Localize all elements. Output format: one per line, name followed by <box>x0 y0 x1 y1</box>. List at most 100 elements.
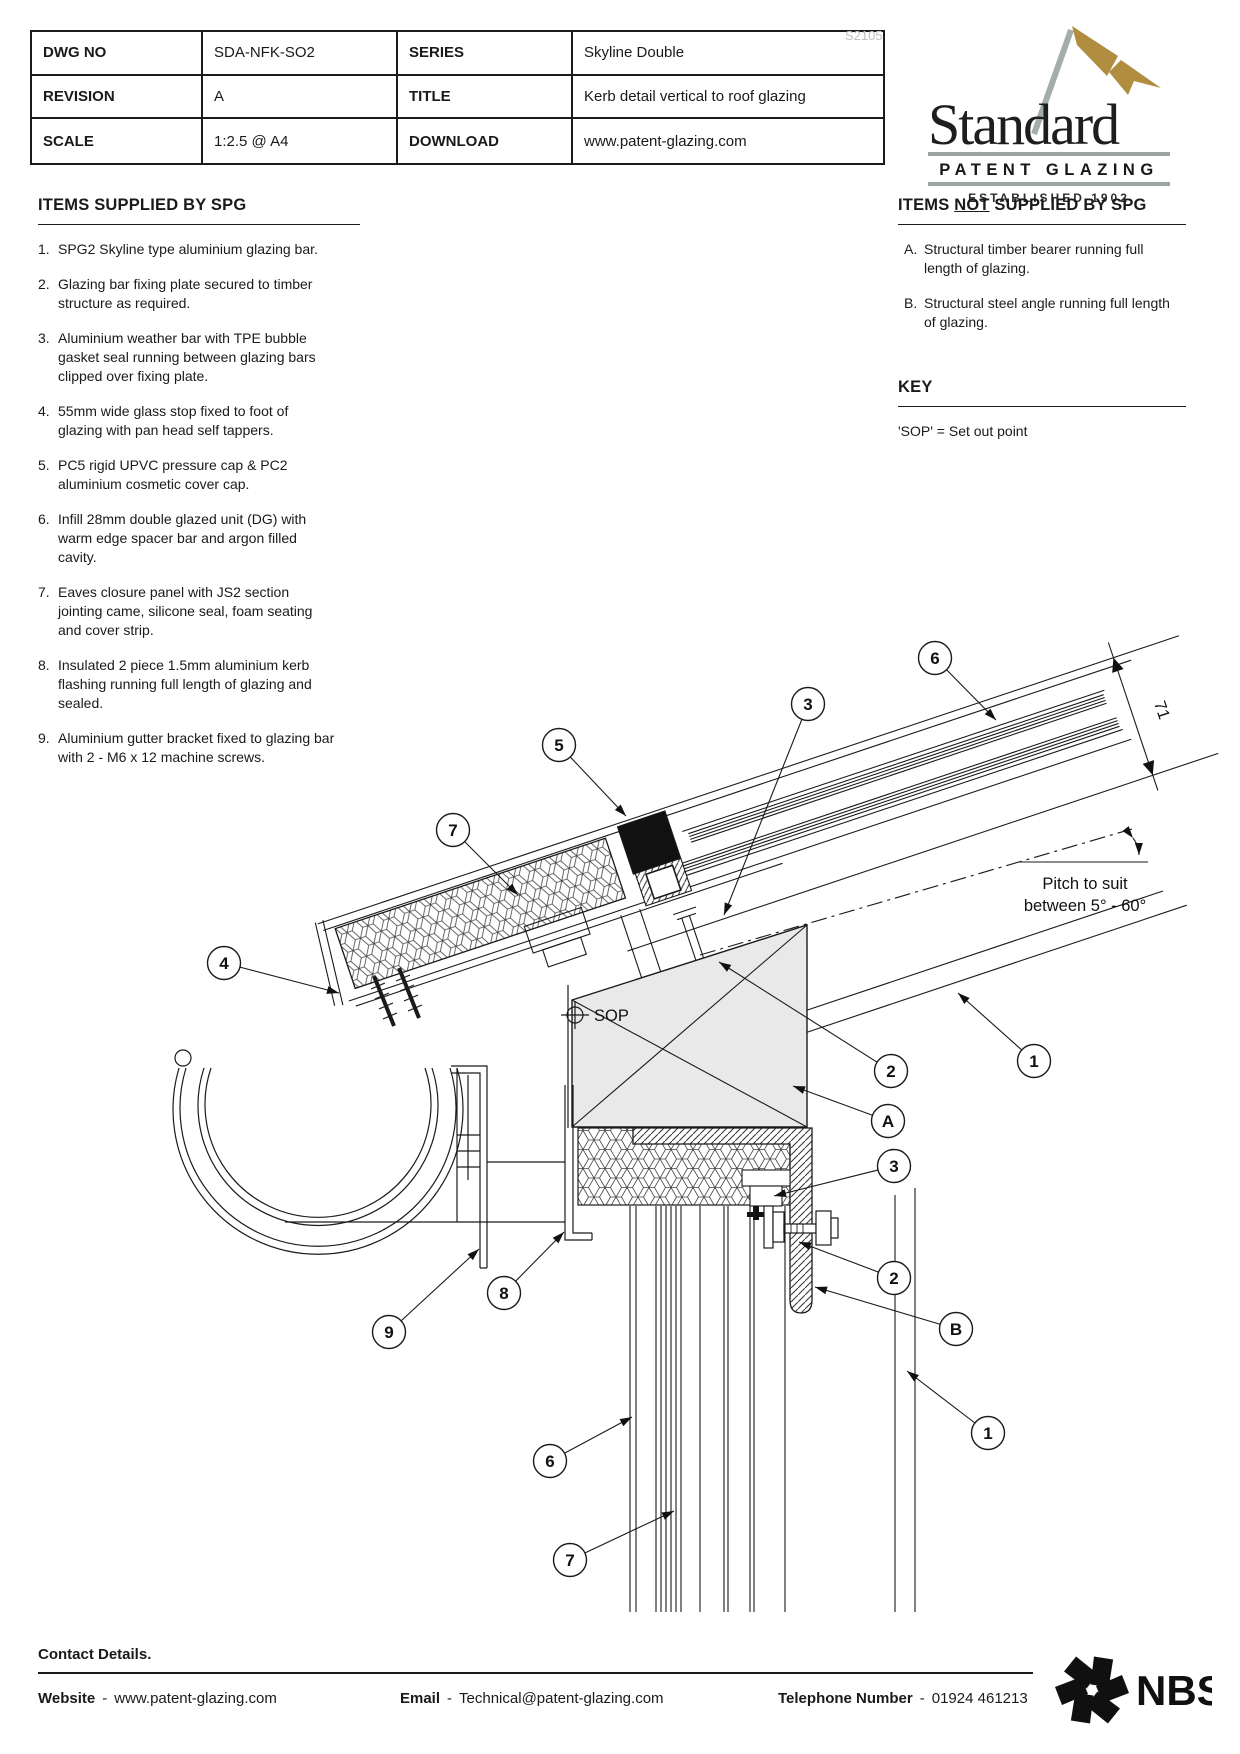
svg-text:1: 1 <box>1029 1052 1038 1071</box>
svg-text:A: A <box>882 1112 894 1131</box>
pressure-cap-lines <box>314 641 1161 1006</box>
callout-B: B <box>938 1311 974 1347</box>
item-text: SPG2 Skyline type aluminium glazing bar. <box>58 241 318 257</box>
dimension-71-text: 71 <box>1150 699 1173 722</box>
svg-text:7: 7 <box>565 1551 574 1570</box>
callout-7-lower: 7 <box>552 1542 588 1578</box>
vertical-glazing-lines <box>629 1188 916 1612</box>
gutter-bracket <box>285 1068 565 1223</box>
revision-label: REVISION <box>32 75 203 120</box>
list-item: 7.Eaves closure panel with JS2 section j… <box>38 583 360 640</box>
callout-2-lower: 2 <box>876 1260 912 1296</box>
logo-rule-top <box>928 152 1170 156</box>
watermark-code: S2105 <box>845 28 883 43</box>
eaves-closure-panel <box>334 837 627 990</box>
list-item: 5. PC5 rigid UPVC pressure cap & PC2 alum… <box>38 456 360 494</box>
items-not-supplied-section: ITEMS NOT SUPPLIED BY SPG A.Structural t… <box>898 196 1186 441</box>
item-number: 5. <box>38 457 50 473</box>
svg-text:1: 1 <box>983 1424 992 1443</box>
nbs-logo: NBS <box>1055 1656 1212 1724</box>
key-section: KEY 'SOP' = Set out point <box>898 378 1186 441</box>
item-number: 9. <box>38 730 50 746</box>
logo-rule-bottom <box>928 182 1170 186</box>
callout-8: 8 <box>486 1275 522 1311</box>
item-number: 3. <box>38 330 50 346</box>
callout-1-lower: 1 <box>970 1415 1006 1451</box>
item-number: 8. <box>38 657 50 673</box>
item-text: Glazing bar fixing plate secured to timb… <box>58 276 313 311</box>
logo-subtitle: PATENT GLAZING <box>939 161 1158 179</box>
svg-text:8: 8 <box>499 1284 508 1303</box>
item-number: A. <box>904 241 918 257</box>
list-item: 1. SPG2 Skyline type aluminium glazing ba… <box>38 240 360 259</box>
download-label: DOWNLOAD <box>398 119 573 163</box>
callout-3: 3 <box>790 686 826 722</box>
key-heading: KEY <box>898 378 933 396</box>
svg-text:4: 4 <box>219 954 229 973</box>
sop-label: SOP <box>594 1007 629 1025</box>
email-contact: Email-Technical@patent-glazing.com <box>400 1690 664 1707</box>
pitch-centerline <box>699 828 1133 956</box>
pitch-note-line1: Pitch to suit <box>1042 875 1128 893</box>
callout-2: 2 <box>873 1053 909 1089</box>
sop-marker: SOP <box>561 1001 629 1029</box>
item-text: Structural steel angle running full leng… <box>924 295 1170 330</box>
list-item: B. Structural steel angle running full le… <box>898 294 1186 332</box>
glazing-bar-slot <box>644 864 682 900</box>
svg-text:6: 6 <box>930 649 939 668</box>
list-item: 3.Aluminium weather bar with TPE bubble … <box>38 329 360 386</box>
flag-tail-icon <box>1109 60 1161 95</box>
list-item: 4. 55mm wide glass stop fixed to foot of … <box>38 402 360 440</box>
list-item: 2.Glazing bar fixing plate secured to ti… <box>38 275 360 313</box>
flag-icon <box>1072 26 1118 76</box>
heading-rule <box>898 224 1186 225</box>
phone-label: Telephone Number <box>778 1690 913 1707</box>
company-logo: Standard PATENT GLAZING ESTABLISHED 1902 <box>928 26 1170 205</box>
item-text: Insulated 2 piece 1.5mm aluminium kerb f… <box>58 657 312 711</box>
nbs-text: NBS <box>1136 1667 1212 1714</box>
kerb-detail-drawing: 71 Pitch to suit between 5° - 60° <box>172 635 1219 1612</box>
callout-4: 4 <box>206 945 242 981</box>
website-label: Website <box>38 1690 96 1707</box>
dimension-71: 71 <box>1107 635 1219 791</box>
email-label: Email <box>400 1690 441 1707</box>
key-entry: 'SOP' = Set out point <box>898 423 1028 439</box>
items-supplied-heading: ITEMS SUPPLIED BY SPG <box>38 196 247 214</box>
kerb-flashings-left <box>451 985 593 1269</box>
series-label: SERIES <box>398 32 573 76</box>
callout-balloons: 5 6 3 7 4 2 A 1 3 2 B 9 8 1 6 7 <box>206 640 1052 1578</box>
item-text: Eaves closure panel with JS2 section joi… <box>58 584 313 638</box>
svg-text:3: 3 <box>803 695 812 714</box>
item-text: 55mm wide glass stop fixed to foot of gl… <box>58 403 289 438</box>
assembly-underside-lines <box>348 738 1187 1033</box>
scale-label: SCALE <box>32 119 203 163</box>
callout-6: 6 <box>917 640 953 676</box>
dwg-no-value: SDA-NFK-SO2 <box>203 32 398 76</box>
footer-rule <box>38 1672 1033 1674</box>
logo-name: Standard <box>928 92 1120 157</box>
nbs-pinwheel-icon <box>1055 1656 1129 1724</box>
callout-5: 5 <box>541 727 577 763</box>
website-value: www.patent-glazing.com <box>114 1690 277 1707</box>
glass-stop-lip <box>541 936 588 968</box>
phone-value: 01924 461213 <box>931 1690 1028 1707</box>
item-number: 1. <box>38 241 50 257</box>
revision-value: A <box>203 75 398 120</box>
email-value: Technical@patent-glazing.com <box>459 1690 664 1707</box>
heading-rule <box>38 224 360 225</box>
svg-text:2: 2 <box>886 1062 895 1081</box>
item-text: PC5 rigid UPVC pressure cap & PC2 alumin… <box>58 457 288 492</box>
callout-A: A <box>870 1103 906 1139</box>
item-number: B. <box>904 295 918 311</box>
items-supplied-section: ITEMS SUPPLIED BY SPG 1. SPG2 Skyline typ… <box>38 196 360 783</box>
flag-pole <box>1031 28 1074 136</box>
svg-text:6: 6 <box>545 1452 554 1471</box>
roof-glazing-assembly: 71 <box>314 635 1219 1056</box>
list-item: 6.Infill 28mm double glazed unit (DG) wi… <box>38 510 360 567</box>
phone-contact: Telephone Number-01924 461213 <box>778 1690 1028 1707</box>
item-text: Aluminium gutter bracket fixed to glazin… <box>58 730 335 765</box>
series-value: Skyline Double <box>573 32 883 76</box>
heading-part: ITEMS <box>898 196 955 214</box>
item-number: 4. <box>38 403 50 419</box>
